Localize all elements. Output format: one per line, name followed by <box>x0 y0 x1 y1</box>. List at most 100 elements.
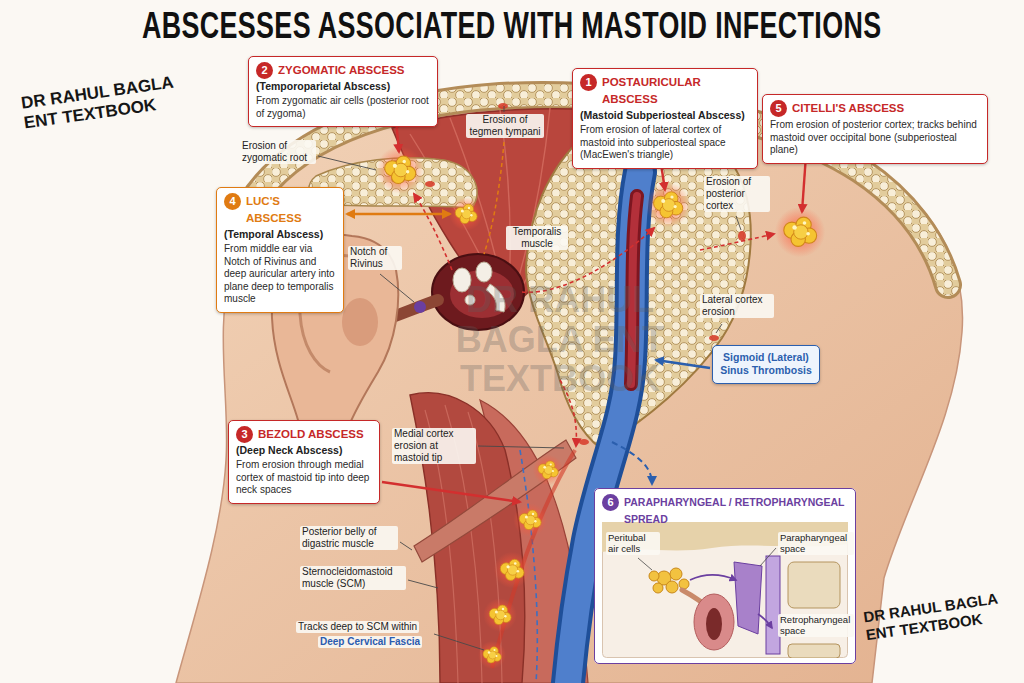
abscess-blob <box>494 552 530 588</box>
spread-path <box>414 194 452 270</box>
abscess-blob <box>449 197 483 231</box>
vertebra <box>788 644 840 658</box>
callout-title: ZYGOMATIC ABSCESS <box>278 62 430 79</box>
abscess-blob <box>483 598 517 632</box>
part-label: Lateral cortex erosion <box>700 294 774 318</box>
panel-ground <box>594 488 856 664</box>
callout-text: Sigmoid (Lateral) Sinus Thrombosis <box>720 351 812 377</box>
callout-number: 5 <box>770 100 787 117</box>
spread-arrow <box>758 614 772 628</box>
abscess-blob <box>775 207 825 257</box>
callout-arrow <box>612 442 652 484</box>
callout-header: 3BEZOLD ABSCESS <box>236 426 372 443</box>
callout-description: From middle ear via Notch of Rivinus and… <box>224 243 336 306</box>
callout-subtitle: (Temporal Abscess) <box>224 228 336 241</box>
abscess-blob <box>513 503 547 537</box>
callout-title: CITELLI'S ABSCESS <box>792 100 980 117</box>
erosion-mark <box>709 335 719 341</box>
callout-arrow <box>347 120 806 502</box>
spread-panel: 6 PARAPHARYNGEAL / RETROPHARYNGEAL SPREAD <box>594 488 856 664</box>
callout-number: 4 <box>224 193 241 210</box>
callout-title: LUC'S ABSCESS <box>246 193 336 227</box>
callout-title: POSTAURICULAR ABSCESS <box>602 74 750 108</box>
callout-header: 2 ZYGOMATIC ABSCESS <box>256 62 430 79</box>
abscess-blob <box>646 183 691 228</box>
leader-line <box>400 542 412 550</box>
abscess-blob <box>376 146 424 194</box>
title-bar: ABSCESSES ASSOCIATED WITH MASTOID INFECT… <box>0 4 1024 48</box>
part-label: Parapharyngeal space <box>778 532 854 555</box>
ossicles <box>476 262 492 282</box>
callout-header: 1 POSTAURICULAR ABSCESS <box>580 74 750 108</box>
callout-number: 1 <box>580 74 597 91</box>
leader-line <box>504 106 505 112</box>
callout-subtitle: (Temporoparietal Abscess) <box>256 80 430 93</box>
leader-line <box>318 156 376 170</box>
pharynx <box>694 594 734 650</box>
callout-description: From erosion of posterior cortex; tracks… <box>770 119 980 157</box>
part-label: Sternocleidomastoid muscle (SCM) <box>300 566 406 590</box>
callout-description: From erosion through medial cortex of ma… <box>236 459 372 497</box>
abscess-blob <box>478 641 506 669</box>
pharynx-lumen <box>706 608 722 640</box>
part-label: Retropharyngeal space <box>778 614 854 637</box>
diagram-title: ABSCESSES ASSOCIATED WITH MASTOID INFECT… <box>142 4 882 48</box>
head-skin <box>176 92 963 683</box>
part-label: Peritubal air cells <box>606 532 660 555</box>
abscess-callout: 3BEZOLD ABSCESS(Deep Neck Abscess) From e… <box>228 420 380 504</box>
callout-header: 5 CITELLI'S ABSCESS <box>770 100 980 117</box>
abscess-callout: 4 LUC'S ABSCESS(Temporal Abscess) From mid… <box>216 187 344 313</box>
abscess-callout: 1 POSTAURICULAR ABSCESS(Mastoid Subperios… <box>572 68 758 169</box>
abscess-callout: 5 CITELLI'S ABSCESS From erosion of poster… <box>762 94 988 164</box>
part-label: Medial cortex erosion at mastoid tip <box>392 428 476 464</box>
callout-description: From zygomatic air cells (posterior root… <box>256 95 430 120</box>
part-label: Temporalis muscle <box>506 226 568 250</box>
callout-header: 6 PARAPHARYNGEAL / RETROPHARYNGEAL SPREAD <box>602 494 848 528</box>
leader-line <box>408 580 438 588</box>
watermark: DR RAHUL BAGLA ENT TEXTBOOK <box>440 280 680 399</box>
peritubal-cells <box>649 571 659 581</box>
vertebra <box>788 562 840 608</box>
callout-number: 6 <box>602 494 619 511</box>
peritubal-cells <box>653 583 663 593</box>
part-label: Tracks deep to SCM within <box>296 621 419 633</box>
abscess-callout: 2 ZYGOMATIC ABSCESS(Temporoparietal Absce… <box>248 56 438 127</box>
sinus-callout: Sigmoid (Lateral) Sinus Thrombosis <box>712 345 820 384</box>
bezold-track <box>478 450 575 669</box>
callout-arrow <box>382 482 520 502</box>
peritubal-cells <box>670 568 682 580</box>
spread-arrow <box>690 575 772 628</box>
head-skin <box>176 92 963 683</box>
peritubal-cells <box>666 581 678 593</box>
spread-path <box>484 142 504 254</box>
erosion-mark <box>738 231 746 241</box>
spread-arrow <box>690 575 736 580</box>
parapharyngeal-space <box>734 562 762 634</box>
part-label: Notch of Rivinus <box>348 246 402 270</box>
erosion-mark <box>425 181 435 187</box>
callout-description: From erosion of lateral cortex of mastoi… <box>580 124 750 162</box>
erosion-mark <box>579 439 589 445</box>
erosion-mark <box>498 103 508 109</box>
part-label: Posterior belly of digastric muscle <box>300 526 398 550</box>
auricle <box>342 298 378 346</box>
callout-subtitle: (Deep Neck Abscess) <box>236 444 372 457</box>
callout-number: 2 <box>256 62 273 79</box>
part-label: Deep Cervical Fascia <box>318 636 422 648</box>
peritubal-cells <box>679 579 689 589</box>
leader-line <box>736 216 741 230</box>
part-label: Erosion of tegmen tympani <box>466 114 544 138</box>
callout-subtitle: (Mastoid Subperiosteal Abscess) <box>580 109 750 122</box>
callout-number: 3 <box>236 426 253 443</box>
notch-of-rivinus <box>414 301 426 313</box>
leader-line <box>434 634 484 650</box>
callout-arrow <box>347 213 450 215</box>
leader-line <box>380 274 414 302</box>
leader-line <box>478 446 564 448</box>
callout-header: 4 LUC'S ABSCESS <box>224 193 336 227</box>
abscess-blob <box>533 455 564 486</box>
spread-path <box>700 234 774 250</box>
bezold-track <box>492 450 575 668</box>
callout-title: PARAPHARYNGEAL / RETROPHARYNGEAL SPREAD <box>624 494 848 528</box>
